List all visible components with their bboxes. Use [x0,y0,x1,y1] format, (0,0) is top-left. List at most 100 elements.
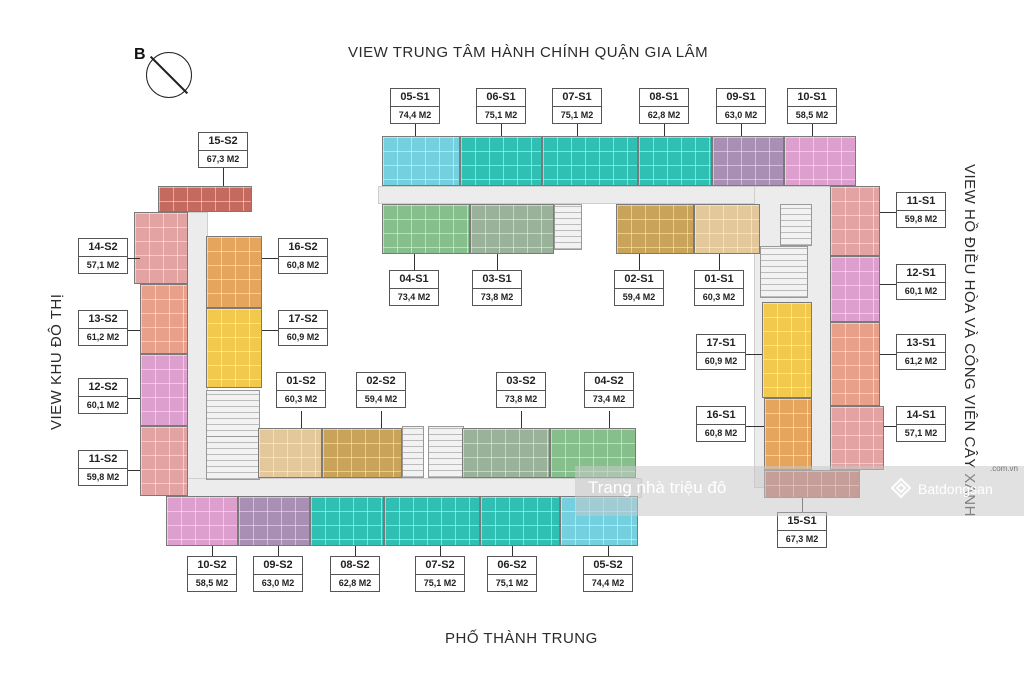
unit-03-s2[interactable] [462,428,550,478]
unit-label[interactable]: 03-S2 73,8 M2 [496,372,546,408]
unit-area: 75,1 M2 [484,110,518,120]
unit-area: 67,3 M2 [785,534,819,544]
s2-bottom-corridor [186,478,642,498]
unit-label[interactable]: 09-S2 63,0 M2 [253,556,303,592]
unit-code: 05-S1 [391,89,439,107]
unit-code: 03-S2 [497,373,545,391]
unit-label[interactable]: 16-S2 60,8 M2 [278,238,328,274]
unit-code: 07-S1 [553,89,601,107]
unit-code: 14-S1 [897,407,945,425]
unit-13-s2[interactable] [140,284,188,354]
unit-06-s2[interactable] [480,496,560,546]
leader-08-s2 [355,546,356,556]
unit-area: 58,5 M2 [195,578,229,588]
unit-area: 73,4 M2 [397,292,431,302]
unit-label[interactable]: 17-S2 60,9 M2 [278,310,328,346]
leader-11-s1 [880,212,896,213]
unit-13-s1[interactable] [830,322,880,406]
unit-16-s1[interactable] [764,398,812,470]
unit-10-s2[interactable] [166,496,238,546]
unit-08-s1[interactable] [638,136,712,186]
unit-17-s1[interactable] [762,302,812,398]
unit-code: 17-S2 [279,311,327,329]
unit-02-s1[interactable] [616,204,694,254]
unit-17-s2[interactable] [206,308,262,388]
unit-01-s1[interactable] [694,204,760,254]
unit-04-s1[interactable] [382,204,470,254]
s2-stair-core [402,426,424,478]
unit-area: 60,3 M2 [702,292,736,302]
unit-06-s1[interactable] [460,136,542,186]
s1-lift-core-a [780,204,812,246]
unit-code: 09-S2 [254,557,302,575]
unit-01-s2[interactable] [258,428,322,478]
unit-10-s1[interactable] [784,136,856,186]
unit-12-s2[interactable] [140,354,188,426]
unit-12-s1[interactable] [830,256,880,322]
unit-14-s2[interactable] [134,212,188,284]
unit-code: 12-S1 [897,265,945,283]
unit-15-s2[interactable] [158,186,252,212]
unit-code: 16-S1 [697,407,745,425]
unit-area: 73,8 M2 [504,394,538,404]
unit-14-s1[interactable] [830,406,884,470]
leader-02-s1 [639,254,640,270]
unit-16-s2[interactable] [206,236,262,308]
unit-03-s1[interactable] [470,204,554,254]
unit-area: 60,9 M2 [286,332,320,342]
unit-area: 61,2 M2 [904,356,938,366]
unit-11-s1[interactable] [830,186,880,256]
leader-09-s1 [741,121,742,136]
leader-12-s1 [880,284,896,285]
unit-08-s2[interactable] [310,496,384,546]
unit-05-s1[interactable] [382,136,460,186]
view-right-label: VIEW HỒ ĐIỀU HÒA VÀ CÔNG VIÊN CÂY XANH [961,164,978,517]
unit-07-s1[interactable] [542,136,638,186]
unit-code: 17-S1 [697,335,745,353]
unit-09-s1[interactable] [712,136,784,186]
unit-02-s2[interactable] [322,428,402,478]
unit-area: 73,4 M2 [592,394,626,404]
unit-11-s2[interactable] [140,426,188,496]
unit-09-s2[interactable] [238,496,310,546]
unit-07-s2[interactable] [384,496,480,546]
house-logo-icon [890,477,912,499]
unit-area: 58,5 M2 [795,110,829,120]
unit-code: 16-S2 [279,239,327,257]
s2-lift-core-b [206,436,260,480]
unit-area: 63,0 M2 [261,578,295,588]
unit-area: 60,8 M2 [286,260,320,270]
leader-05-s1 [415,121,416,136]
unit-area: 62,8 M2 [647,110,681,120]
